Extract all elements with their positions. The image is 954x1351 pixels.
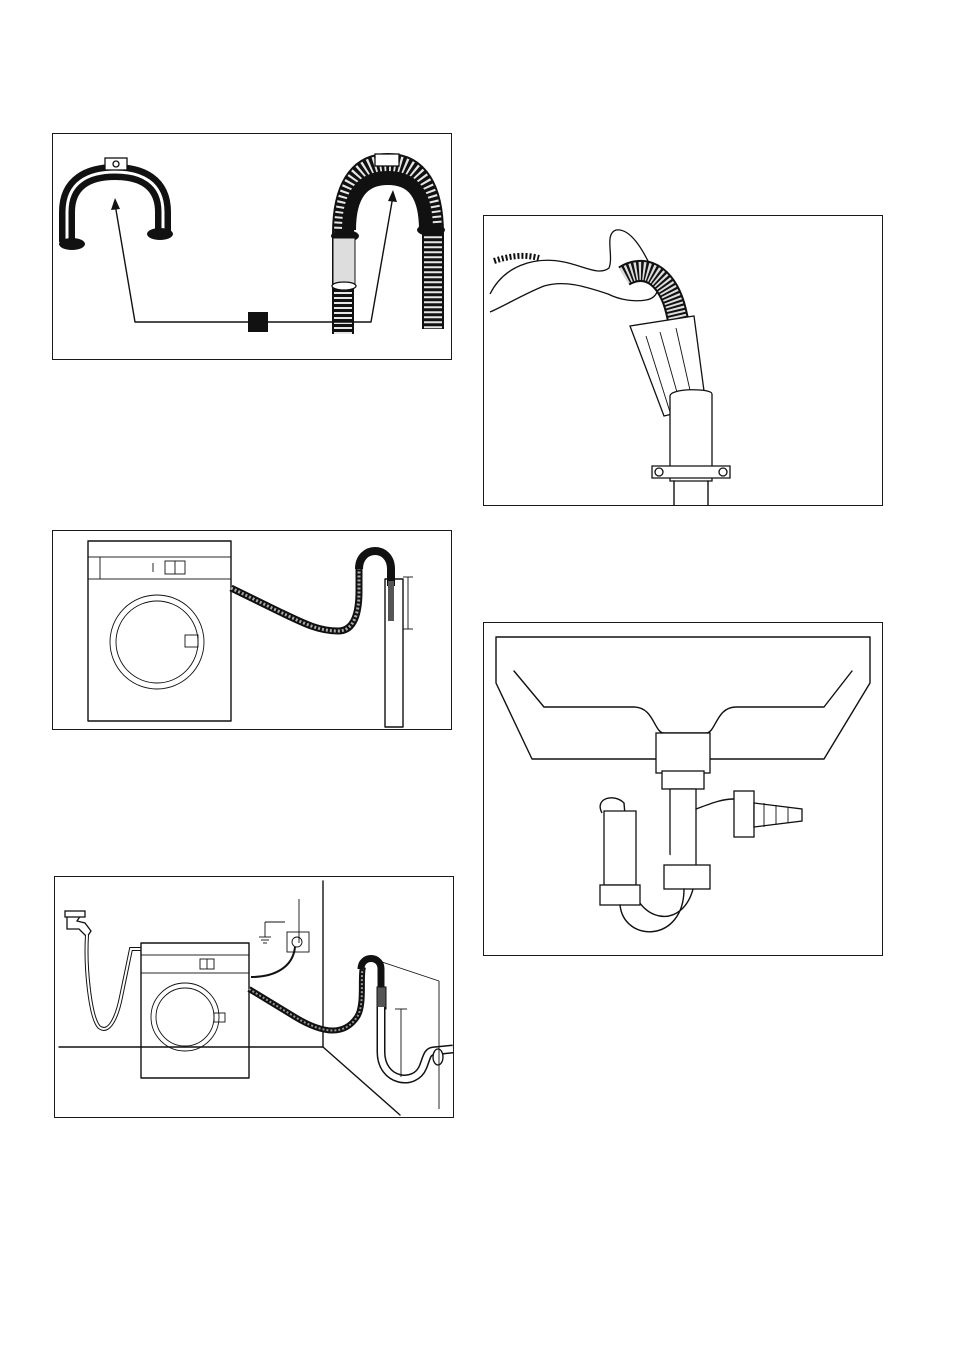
hose-guide-with-hose xyxy=(331,154,445,334)
hose-guide-illustration xyxy=(53,134,451,359)
standpipe-illustration xyxy=(53,531,451,729)
washing-machine xyxy=(88,541,231,721)
figure-sink-trap xyxy=(483,622,883,956)
drain-trap xyxy=(381,1007,453,1079)
drain-hose xyxy=(231,551,391,631)
sink-trap-illustration xyxy=(484,623,882,955)
callout-marker xyxy=(248,312,268,332)
water-tap xyxy=(65,911,141,1029)
figure-hose-insertion xyxy=(483,215,883,506)
figure-hose-guide xyxy=(52,133,452,360)
earth-socket xyxy=(251,899,309,977)
insertion-illustration xyxy=(484,216,882,505)
washing-machine xyxy=(141,943,249,1078)
drain-hose xyxy=(249,959,386,1031)
installation-illustration xyxy=(55,877,453,1117)
trap-body xyxy=(600,733,802,932)
figure-full-installation xyxy=(54,876,454,1118)
figure-standpipe-drain xyxy=(52,530,452,730)
